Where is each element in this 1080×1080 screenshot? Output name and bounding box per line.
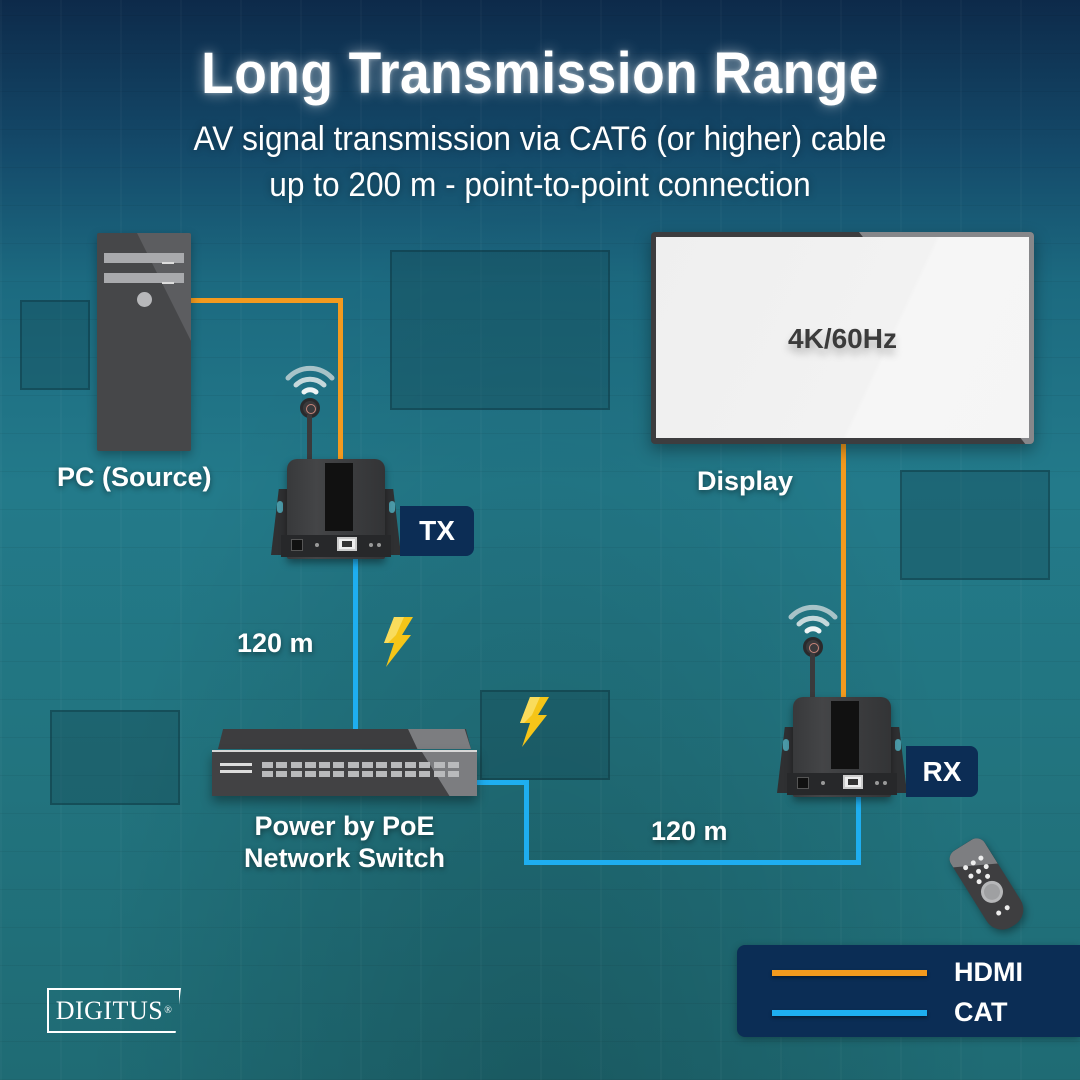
wifi-icon [285, 365, 335, 395]
hdmi-cable-pc-horizontal [190, 298, 343, 303]
pc-source-label: PC (Source) [57, 462, 212, 492]
background-monitor [20, 300, 90, 390]
display-resolution-text: 4K/60Hz [788, 323, 897, 354]
tx-extender-icon [271, 459, 401, 559]
tx-tag: TX [400, 506, 474, 556]
cable-legend: HDMI CAT [737, 945, 1080, 1037]
switch-label: Power by PoE Network Switch [212, 810, 477, 874]
cat-cable-tx-to-switch [353, 552, 358, 732]
background-monitor [900, 470, 1050, 580]
remote-control-icon [945, 834, 1031, 937]
subtitle-line-2: up to 200 m - point-to-point connection [269, 166, 811, 204]
cat-cable-to-rx [856, 795, 861, 865]
pc-tower-icon [97, 233, 191, 451]
cat-cable-switch-down [524, 780, 529, 865]
cat-cable-bottom-run [524, 860, 861, 865]
distance-switch-to-rx: 120 m [651, 816, 728, 846]
network-switch-icon [212, 729, 477, 796]
background-monitor [480, 690, 610, 780]
digitus-logo: DIGITUS® [47, 988, 181, 1033]
rx-extender-icon [777, 697, 907, 797]
legend-cat-label: CAT [954, 997, 1008, 1027]
rx-tag: RX [906, 746, 978, 797]
background-monitor [390, 250, 610, 410]
page-subtitle: AV signal transmission via CAT6 (or high… [38, 116, 1042, 208]
logo-text: DIGITUS [55, 995, 164, 1025]
legend-cat-swatch [772, 1010, 927, 1016]
tx-antenna-cable [307, 415, 312, 465]
legend-hdmi-swatch [772, 970, 927, 976]
monitor-icon: 4K/60Hz [651, 232, 1034, 444]
background-monitor [50, 710, 180, 805]
cat-cable-switch-out [477, 780, 527, 785]
legend-hdmi-label: HDMI [954, 957, 1023, 987]
registered-mark: ® [164, 1005, 173, 1016]
hdmi-cable-pc-to-tx [338, 298, 343, 466]
rx-antenna-cable [810, 654, 815, 699]
wifi-icon [788, 604, 838, 634]
display-label: Display [697, 466, 794, 496]
page-title: Long Transmission Range [201, 41, 879, 106]
hdmi-cable-rx-to-display [841, 444, 846, 702]
lightning-bolt-icon [520, 697, 549, 747]
subtitle-line-1: AV signal transmission via CAT6 (or high… [193, 120, 887, 158]
switch-label-line-2: Network Switch [243, 843, 446, 873]
lightning-bolt-icon [384, 617, 413, 667]
distance-tx-to-switch: 120 m [237, 628, 314, 658]
switch-label-line-1: Power by PoE [254, 811, 435, 841]
